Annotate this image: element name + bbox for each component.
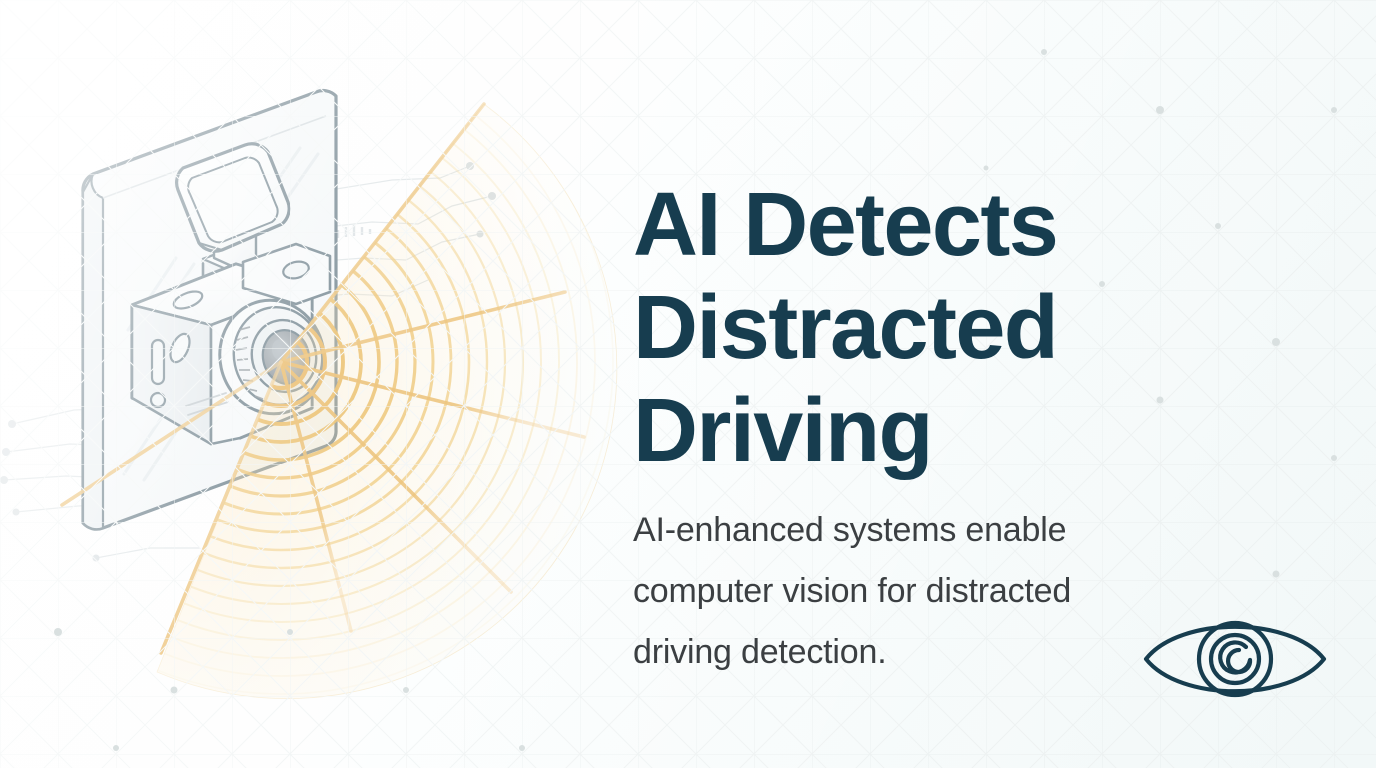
iris-outer-ring: [1196, 620, 1274, 698]
eye-icon: [1143, 620, 1327, 698]
page-title: AI Detects Distracted Driving: [633, 175, 1059, 482]
page-subtitle: AI-enhanced systems enable computer visi…: [633, 511, 1072, 671]
grid-node-dots: [54, 49, 1337, 751]
pupil-spiral: [1218, 640, 1253, 675]
iris-inner-ring: [1208, 632, 1262, 686]
eye-outline: [1143, 624, 1327, 694]
